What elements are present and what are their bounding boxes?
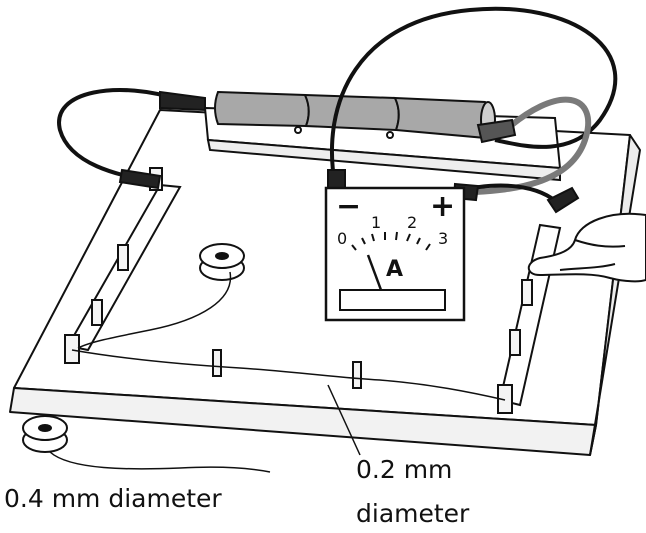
ammeter-plus-sign: + bbox=[430, 189, 455, 224]
ammeter-scale-1: 1 bbox=[371, 213, 381, 232]
ammeter-needle bbox=[366, 254, 383, 291]
label-pointer bbox=[327, 384, 361, 456]
thick-wire-spool bbox=[22, 415, 271, 473]
black-lead-top bbox=[330, 6, 618, 186]
ammeter-scale-ticks bbox=[351, 231, 431, 251]
ammeter-scale-2: 2 bbox=[407, 213, 417, 232]
left-clips bbox=[118, 90, 206, 190]
ammeter-window bbox=[339, 289, 446, 311]
right-clips bbox=[327, 118, 580, 214]
thin-wire-label-line1: 0.2 mm bbox=[356, 455, 452, 484]
thin-wire-label-line2: diameter bbox=[356, 499, 470, 528]
ammeter-minus-sign: − bbox=[336, 189, 361, 224]
hand bbox=[527, 212, 646, 283]
ammeter-scale-3: 3 bbox=[438, 229, 448, 248]
wire-pegs bbox=[212, 349, 362, 389]
ammeter-scale-0: 0 bbox=[337, 229, 347, 248]
ammeter-unit: A bbox=[386, 257, 403, 282]
thin-wire bbox=[71, 349, 506, 401]
thick-wire-label: 0.4 mm diameter bbox=[4, 484, 222, 513]
thin-wire-spool bbox=[77, 243, 245, 349]
black-lead-left bbox=[57, 88, 181, 182]
ammeter: − + 0 1 2 3 A bbox=[324, 186, 466, 322]
